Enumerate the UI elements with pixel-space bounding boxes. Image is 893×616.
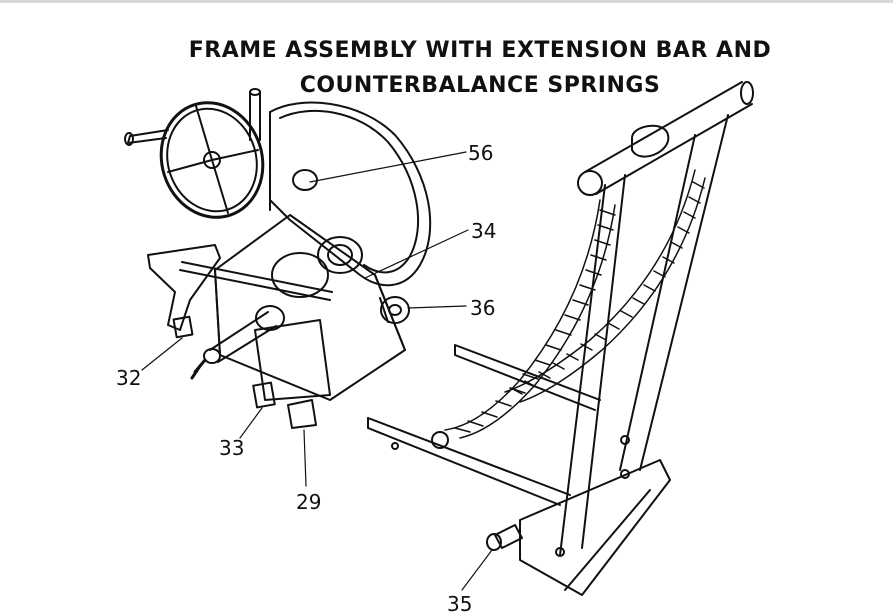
callout-34: 34: [471, 219, 497, 243]
housing-frame: [179, 214, 406, 401]
top-border: [0, 0, 893, 3]
handwheel: [124, 101, 265, 219]
callout-29: 29: [296, 490, 322, 514]
diagram-title-line-1: FRAME ASSEMBLY WITH EXTENSION BAR AND: [188, 38, 772, 63]
gearbox-cover: [269, 101, 432, 287]
counterbalance-springs: [431, 169, 706, 449]
callout-32: 32: [116, 366, 142, 390]
vertical-post: [249, 88, 261, 141]
callout-56: 56: [468, 141, 494, 165]
left-bracket: [147, 244, 221, 339]
callout-36: 36: [470, 296, 496, 320]
diagram-title-line-2: COUNTERBALANCE SPRINGS: [299, 73, 661, 98]
leader-lines: [141, 151, 493, 591]
callout-33: 33: [219, 436, 245, 460]
callout-35: 35: [447, 592, 473, 616]
parts-33-29: [252, 381, 317, 429]
extension-bar-frame: [367, 81, 754, 596]
collar-36: [379, 296, 410, 324]
